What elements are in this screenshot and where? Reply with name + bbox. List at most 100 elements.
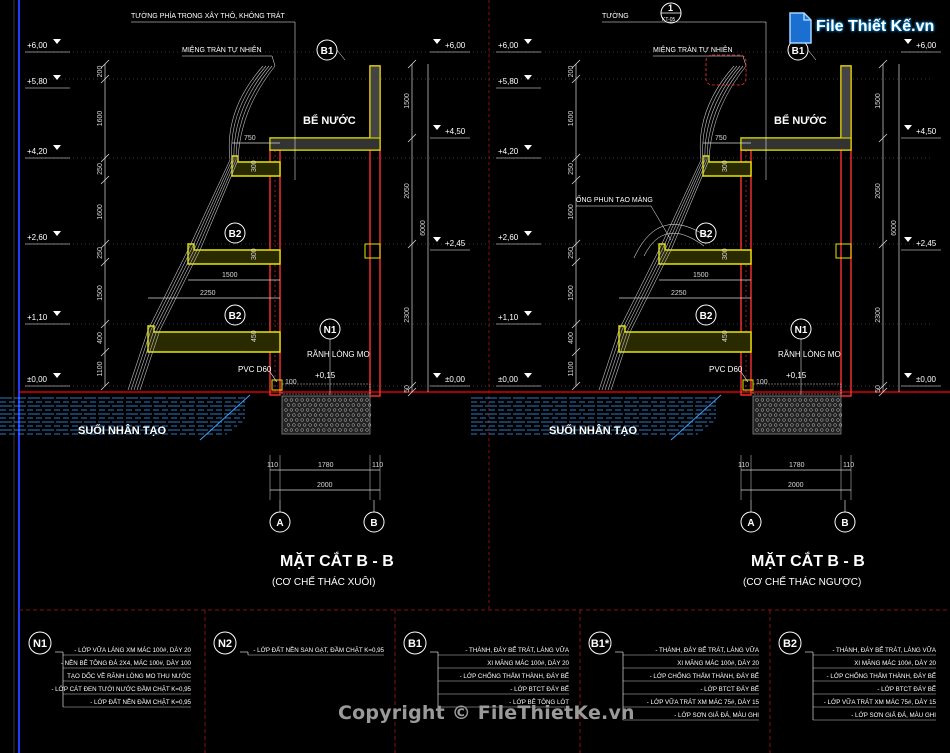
legend-tag: N2: [218, 638, 232, 650]
gravel-dot: [825, 428, 829, 432]
spray-arc: [633, 224, 710, 259]
dim-tick: [100, 257, 110, 267]
level-label-right: +4,50: [445, 127, 466, 136]
gravel-dot: [349, 408, 353, 412]
dim-label-left: 1600: [568, 204, 575, 220]
cascade-slab: [147, 325, 281, 353]
gravel-dot: [354, 398, 358, 402]
gravel-dot: [806, 403, 810, 407]
dim-tick: [878, 133, 888, 143]
water-flow-line: [598, 65, 735, 391]
dim-750-label: 750: [715, 135, 727, 142]
dim-label-total: 6000: [891, 220, 898, 236]
dim-tick: [571, 153, 581, 163]
level-label-right: ±0,00: [916, 375, 937, 384]
pipe-leader-2: [650, 205, 672, 241]
gravel-dot: [838, 403, 843, 407]
gravel-dot: [836, 418, 840, 422]
level-marker-left: [53, 373, 61, 378]
tag-b1-leader: [336, 49, 346, 61]
gravel-dot: [798, 408, 802, 412]
section-title: MẶT CẮT B - B: [280, 551, 394, 570]
tag-b2-lower-text: B2: [700, 311, 713, 322]
dim-label-left: 1100: [97, 361, 104, 376]
dim-label-left: 250: [568, 247, 575, 259]
gravel-dot: [354, 418, 358, 422]
gravel-dot: [822, 413, 826, 417]
dim-label-left: 250: [568, 163, 575, 175]
gravel-dot: [825, 418, 829, 422]
gravel-dot: [793, 398, 797, 402]
gravel-dot: [311, 408, 315, 412]
dim-tick: [878, 381, 888, 391]
gravel-dot: [335, 413, 339, 417]
gravel-dot: [308, 423, 312, 427]
wall-note: TƯỜNG PHÍA TRONG XÂY THÔ, KHÔNG TRÁT: [131, 11, 286, 20]
gravel-dot: [295, 428, 299, 432]
gravel-dot: [838, 413, 843, 417]
gravel-dot: [324, 423, 328, 427]
gravel-dot: [284, 398, 288, 402]
dim-100-label: 100: [756, 379, 768, 386]
legend-line: - LỚP BTCT ĐÁY BỂ: [700, 686, 759, 693]
dim-label-left: 1600: [97, 111, 104, 127]
groove-label: RÃNH LÒNG MO: [778, 350, 841, 359]
section-1: SUỐI NHÂN TẠO+6,00+5,80+4,20+2,60+1,10±0…: [0, 11, 470, 588]
legend-line: - LỚP BÊ TÔNG LÓT: [509, 698, 569, 706]
gravel-dot: [313, 413, 318, 417]
gravel-dot: [343, 418, 348, 422]
gravel-dot: [757, 403, 762, 407]
pvc-label: PVC D60: [238, 365, 272, 374]
gravel-dot: [300, 418, 304, 422]
gravel-dot: [763, 423, 767, 427]
level-marker-left: [524, 145, 532, 150]
gravel-dot: [809, 418, 813, 422]
gravel-dot: [790, 403, 794, 407]
gravel-dot: [820, 398, 824, 402]
gravel-dot: [313, 403, 318, 407]
water-flow-line: [133, 65, 270, 391]
dim-label-right: 1500: [404, 93, 411, 109]
gravel-dot: [776, 408, 781, 412]
overflow-note: MIỆNG TRÀN TỰ NHIÊN: [182, 45, 262, 54]
dim-label-left: 1600: [568, 111, 575, 127]
axis-a-text: A: [747, 518, 754, 529]
gravel-dot: [779, 403, 783, 407]
dim-label-left: 200: [568, 66, 575, 78]
dim-tick: [571, 381, 581, 391]
gravel-dot: [771, 398, 775, 402]
level-label-right: +6,00: [916, 41, 937, 50]
gravel-dot: [286, 413, 291, 417]
legend-line: - NỀN BÊ TÔNG ĐÁ 2X4, MÁC 100#, DÀY 100: [61, 659, 192, 667]
dim-label-right: 1500: [875, 93, 882, 109]
dim-tick: [571, 257, 581, 267]
dim-label-right: 50: [875, 385, 882, 393]
gravel-dot: [766, 418, 770, 422]
level-marker-right: [904, 373, 912, 378]
gravel-dot: [322, 418, 326, 422]
gravel-dot: [793, 418, 797, 422]
dim-tick: [407, 239, 417, 249]
overflow-leader-2: [271, 55, 276, 67]
gravel-dot: [295, 408, 299, 412]
section-subtitle: (CƠ CHẾ THÁC NGƯỢC): [743, 575, 861, 588]
pvc-leader: [740, 371, 749, 383]
gravel-dot: [289, 418, 294, 422]
level-label-left: +1,10: [27, 313, 48, 322]
gravel-dot: [784, 403, 789, 407]
gravel-dot: [798, 428, 802, 432]
gravel-dot: [292, 403, 296, 407]
dim-label-left: 250: [97, 247, 104, 259]
gravel-dot: [330, 413, 334, 417]
gravel-dot: [809, 428, 813, 432]
gravel-dot: [766, 408, 770, 412]
dim-label-left: 1500: [568, 285, 575, 301]
level-marker-right: [904, 237, 912, 242]
gravel-dot: [346, 413, 350, 417]
gravel-dot: [359, 418, 364, 422]
tank-floor: [269, 137, 381, 151]
gravel-dot: [782, 398, 786, 402]
tag-b2-lower-circle: [695, 304, 717, 326]
